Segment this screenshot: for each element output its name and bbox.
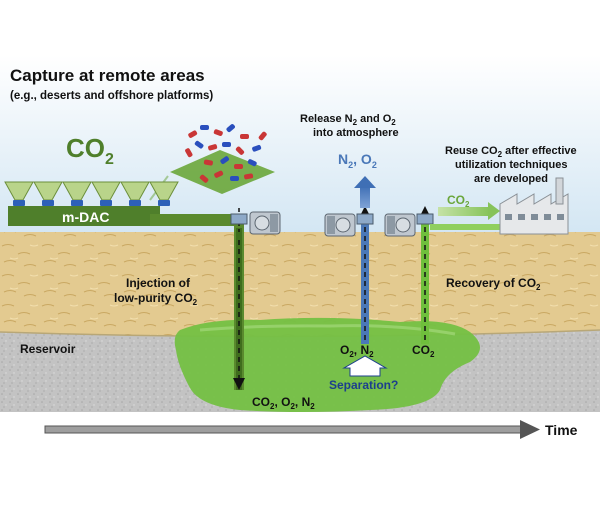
release-well	[356, 206, 374, 344]
release-label-line2: into atmosphere	[313, 127, 399, 139]
co2-label: CO2	[66, 133, 114, 168]
co2-molecule-cluster-icon	[149, 124, 275, 201]
injection-label-line2: low-purity CO2	[114, 291, 198, 307]
reuse-arrow-label: CO2	[447, 193, 470, 209]
o2-n2-label: O2, N2	[340, 343, 374, 359]
compressor-icon-right	[384, 213, 416, 237]
mdac-unit: m-DAC	[4, 181, 242, 226]
recovery-label: Recovery of CO2	[446, 276, 541, 292]
separation-arrow-icon	[342, 355, 388, 377]
recovery-pipe	[430, 224, 500, 230]
reuse-label-line3: are developed	[474, 173, 548, 185]
injection-label-line1: Injection of	[126, 276, 191, 290]
reuse-arrow-icon	[438, 202, 500, 220]
co2-reservoir-label: CO2	[412, 343, 435, 359]
release-arrow-icon	[354, 176, 376, 208]
injection-well	[230, 208, 248, 390]
mdac-label: m-DAC	[62, 209, 109, 225]
recovery-well	[416, 206, 434, 344]
reservoir-label: Reservoir	[20, 342, 76, 356]
page-subtitle: (e.g., deserts and offshore platforms)	[10, 90, 213, 102]
release-label-line1: Release N2 and O2	[300, 113, 396, 127]
compressor-icon-middle	[324, 213, 356, 237]
separation-label: Separation?	[329, 378, 398, 392]
reuse-label-line1: Reuse CO2 after effective	[445, 145, 577, 159]
compressor-icon	[249, 211, 281, 235]
reservoir-gases-label: CO2, O2, N2	[252, 395, 315, 411]
time-arrow-icon	[44, 420, 540, 439]
co2-reservoir	[174, 317, 480, 412]
release-gases-label: N2, O2	[338, 151, 377, 170]
reuse-label-line2: utilization techniques	[455, 159, 567, 171]
page-title: Capture at remote areas	[10, 66, 205, 85]
time-label: Time	[545, 422, 578, 438]
factory-icon	[499, 177, 569, 235]
